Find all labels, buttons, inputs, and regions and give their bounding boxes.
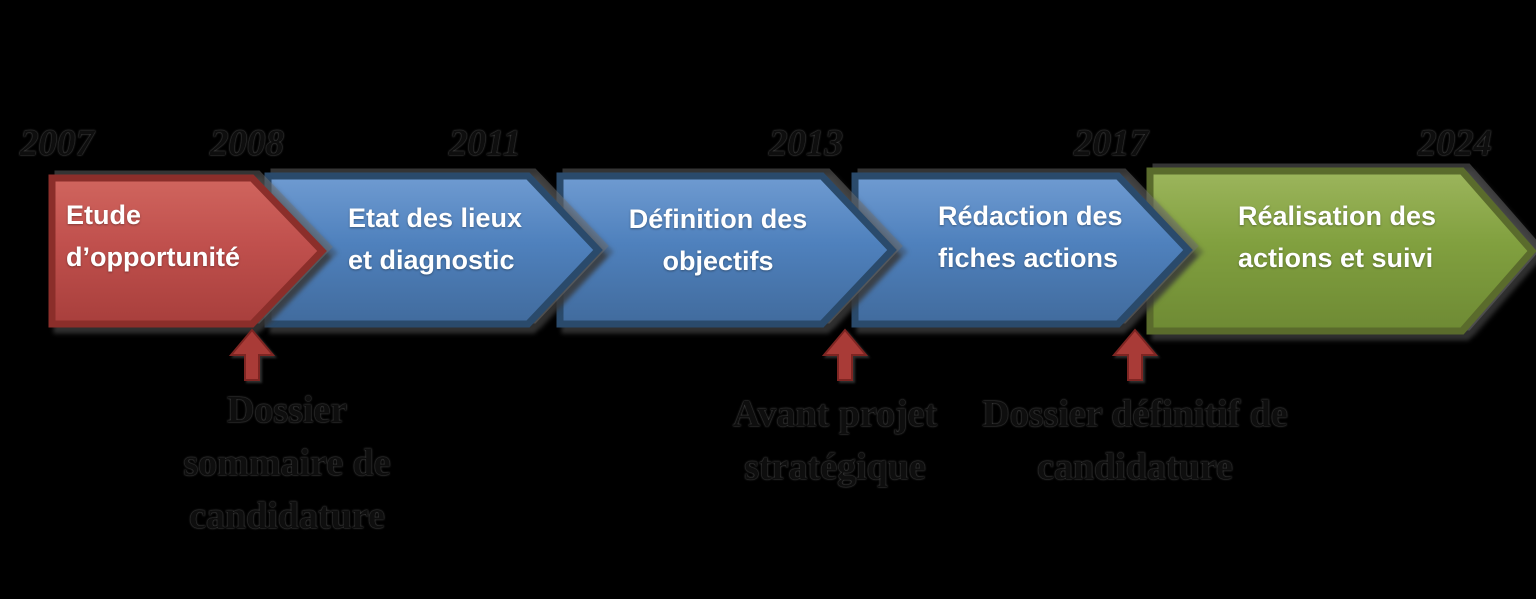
phase-arrow-etude [48,174,327,328]
milestone-up-arrow-2 [821,328,869,381]
year-label-2: 2008 [210,123,284,164]
phase-arrow-definition [556,172,897,328]
phase-label-line: actions et suivi [1238,243,1434,273]
phase-arrow-redaction [851,172,1193,328]
milestone-note-2: Avant projet stratégique [660,388,1010,494]
milestone-note-line: sommaire de [183,442,391,484]
phase-label-redaction: Rédaction des fiches actions [938,195,1123,279]
milestone-note-line: Dossier [226,389,348,431]
year-label-4: 2013 [769,123,843,164]
phase-label-line: objectifs [662,246,774,276]
phase-label-line: Définition des [628,204,808,234]
milestone-note-line: stratégique [744,446,926,488]
year-label-3: 2011 [449,123,521,164]
phase-label-line: Etude [66,200,142,230]
phase-label-line: d’opportunité [66,242,240,272]
milestone-up-arrow-1 [228,328,276,381]
phase-label-definition: Définition des objectifs [618,198,818,282]
year-label-6: 2024 [1418,123,1492,164]
phase-label-line: Réalisation des [1238,201,1437,231]
milestone-note-line: Avant projet [732,393,938,435]
year-label-1: 2007 [20,123,94,164]
phase-label-etude: Etude d’opportunité [66,194,240,278]
year-label-5: 2017 [1074,123,1148,164]
milestone-up-arrow-3 [1111,328,1159,381]
milestone-note-line: candidature [1037,446,1233,488]
phase-label-line: Etat des lieux [348,203,523,233]
milestone-note-3: Dossier définitif de candidature [940,388,1330,494]
milestone-note-line: Dossier définitif de [982,393,1288,435]
phase-label-line: et diagnostic [348,245,515,275]
milestone-note-line: candidature [189,495,385,537]
milestone-note-1: Dossier sommaire de candidature [112,384,462,543]
phase-arrow-realisation [1146,167,1536,335]
phase-label-etat-des-lieux: Etat des lieux et diagnostic [348,197,522,281]
phase-label-line: fiches actions [938,243,1119,273]
phase-label-line: Rédaction des [938,201,1123,231]
phase-label-realisation: Réalisation des actions et suivi [1238,195,1436,279]
